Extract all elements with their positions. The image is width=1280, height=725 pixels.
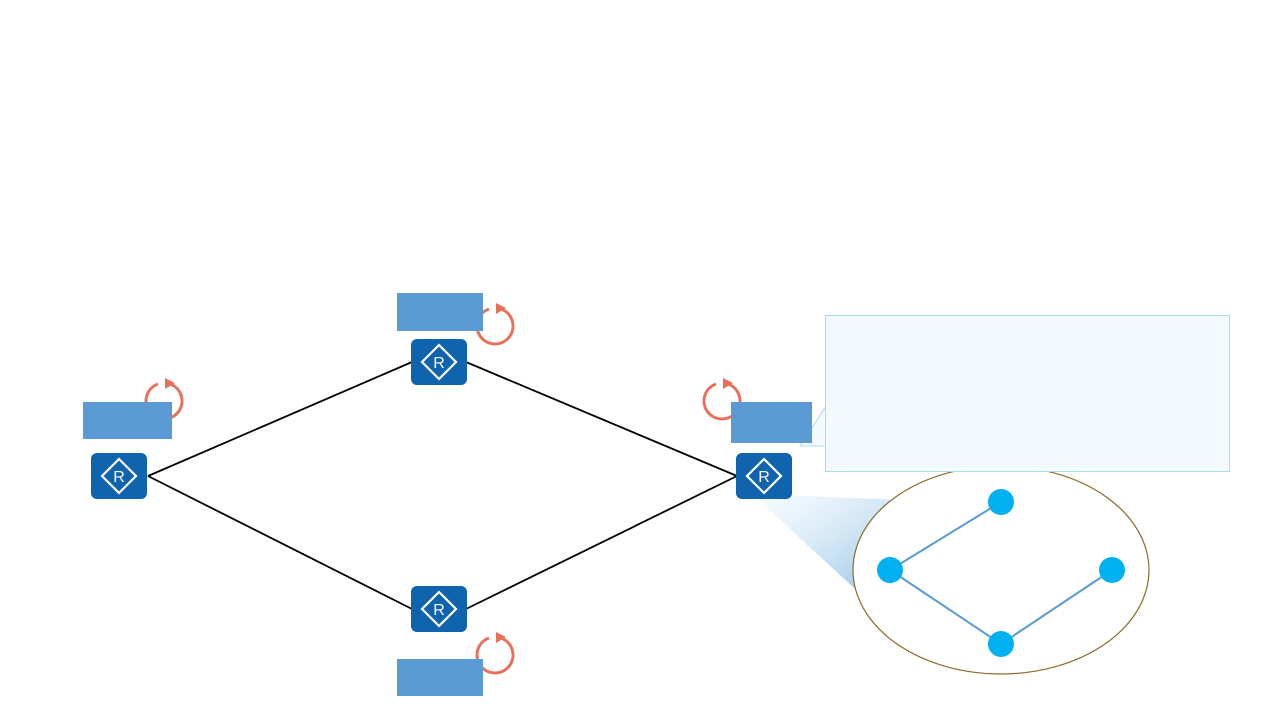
router-icon xyxy=(409,584,469,634)
link-bottom-right xyxy=(465,475,738,610)
link-top-right xyxy=(465,361,738,477)
tree-node xyxy=(988,489,1014,515)
link-left-bottom xyxy=(147,475,413,610)
tree-nodes xyxy=(877,489,1125,657)
tree-edge xyxy=(889,569,1002,645)
callout-box xyxy=(825,315,1230,472)
router-left-label xyxy=(83,402,172,439)
router-top-label xyxy=(397,293,483,331)
router-right-label xyxy=(731,402,812,443)
links xyxy=(147,361,738,610)
tree-edge xyxy=(889,501,1002,571)
tree-node xyxy=(877,557,903,583)
router-bottom-label xyxy=(397,659,483,696)
router-icon xyxy=(734,451,794,501)
tree-node xyxy=(1099,557,1125,583)
router-icon xyxy=(409,337,469,387)
tree-node xyxy=(988,631,1014,657)
link-left-top xyxy=(147,361,413,477)
router-icon xyxy=(89,451,149,501)
tree-edge xyxy=(1000,569,1113,645)
tree-edges xyxy=(889,501,1113,645)
